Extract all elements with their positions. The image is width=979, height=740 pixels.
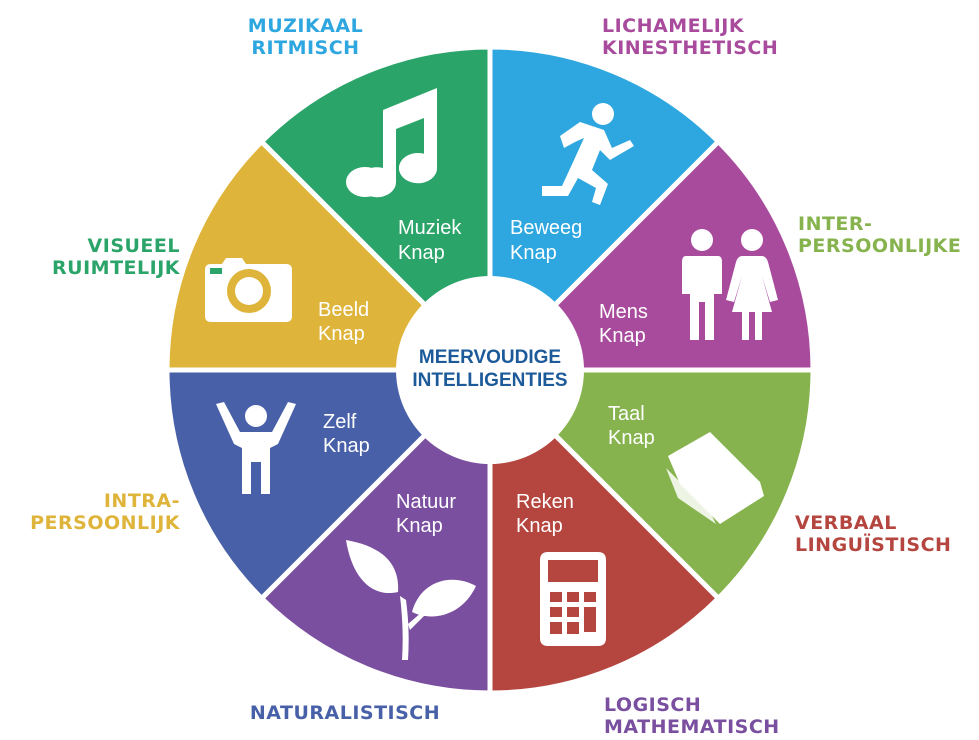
running-person-icon: [542, 103, 634, 205]
segment-natuur: [164, 367, 493, 601]
segment-beweeg: [487, 139, 816, 373]
segment-label-mens-2: Knap: [599, 325, 646, 347]
outer-label-lichamelijk-1: LICHAMELIJK: [602, 15, 745, 37]
camera-icon: [205, 258, 292, 322]
segment-label-taal-1: Taal: [608, 403, 645, 425]
outer-label-intrapersoonlijk-2: PERSOONLIJK: [30, 512, 180, 534]
outer-label-visueel-2: RUIMTELIJK: [52, 257, 180, 279]
person-arms-up-icon: [216, 402, 296, 494]
segment-label-natuur-1: Natuur: [396, 491, 456, 513]
segment-label-zelf-2: Knap: [323, 435, 370, 457]
calculator-icon: [540, 552, 606, 646]
outer-label-verbaal: VERBAAL LINGUÏSTISCH: [795, 512, 970, 556]
outer-label-interpersoonlijke: INTER- PERSOONLIJKE: [798, 213, 973, 257]
segment-label-beweeg-1: Beweeg: [510, 217, 582, 239]
segment-mens: [487, 367, 816, 601]
outer-label-muzikaal: MUZIKAAL RITMISCH: [228, 15, 383, 59]
segment-label-mens-1: Mens: [599, 301, 648, 323]
outer-label-verbaal-2: LINGUÏSTISCH: [795, 534, 952, 556]
segment-label-muziek-1: Muziek: [398, 217, 462, 239]
outer-label-logisch-2: MATHEMATISCH: [604, 716, 780, 738]
outer-label-lichamelijk-2: KINESTHETISCH: [602, 37, 779, 59]
center-title-line2: INTELLIGENTIES: [412, 370, 567, 391]
leaf-sprout-icon: [346, 540, 476, 660]
segment-label-beweeg-2: Knap: [510, 242, 557, 264]
segment-muziek: [487, 44, 721, 373]
outer-label-lichamelijk: LICHAMELIJK KINESTHETISCH: [602, 15, 802, 59]
outer-label-intrapersoonlijk: INTRA- PERSOONLIJK: [8, 490, 180, 534]
center-title-line1: MEERVOUDIGE: [419, 347, 561, 368]
book-icon: [666, 432, 764, 524]
segment-label-zelf-1: Zelf: [323, 411, 357, 433]
outer-label-muzikaal-2: RITMISCH: [251, 37, 360, 59]
outer-label-logisch: LOGISCH MATHEMATISCH: [604, 694, 804, 738]
segment-label-beeld-2: Knap: [318, 323, 365, 345]
segment-label-reken-1: Reken: [516, 491, 574, 513]
segment-zelf: [164, 139, 493, 373]
segment-label-beeld-1: Beeld: [318, 299, 369, 321]
center-circle: [396, 276, 584, 464]
outer-label-interpersoonlijke-1: INTER-: [798, 213, 873, 235]
outer-label-naturalistisch-1: NATURALISTISCH: [249, 702, 441, 724]
outer-label-visueel-1: VISUEEL: [87, 235, 180, 257]
outer-label-muzikaal-1: MUZIKAAL: [247, 15, 364, 37]
segment-label-taal-2: Knap: [608, 427, 655, 449]
outer-label-logisch-1: LOGISCH: [604, 694, 702, 716]
outer-label-naturalistisch: NATURALISTISCH: [220, 702, 470, 724]
man-woman-icon: [682, 229, 778, 340]
outer-label-verbaal-1: VERBAAL: [795, 512, 897, 534]
music-note-icon: [346, 88, 438, 198]
segment-label-muziek-2: Knap: [398, 242, 445, 264]
segment-label-natuur-2: Knap: [396, 515, 443, 537]
outer-label-visueel: VISUEEL RUIMTELIJK: [20, 235, 180, 279]
outer-label-intrapersoonlijk-1: INTRA-: [103, 490, 180, 512]
segment-label-reken-2: Knap: [516, 515, 563, 537]
outer-label-interpersoonlijke-2: PERSOONLIJKE: [798, 235, 962, 257]
